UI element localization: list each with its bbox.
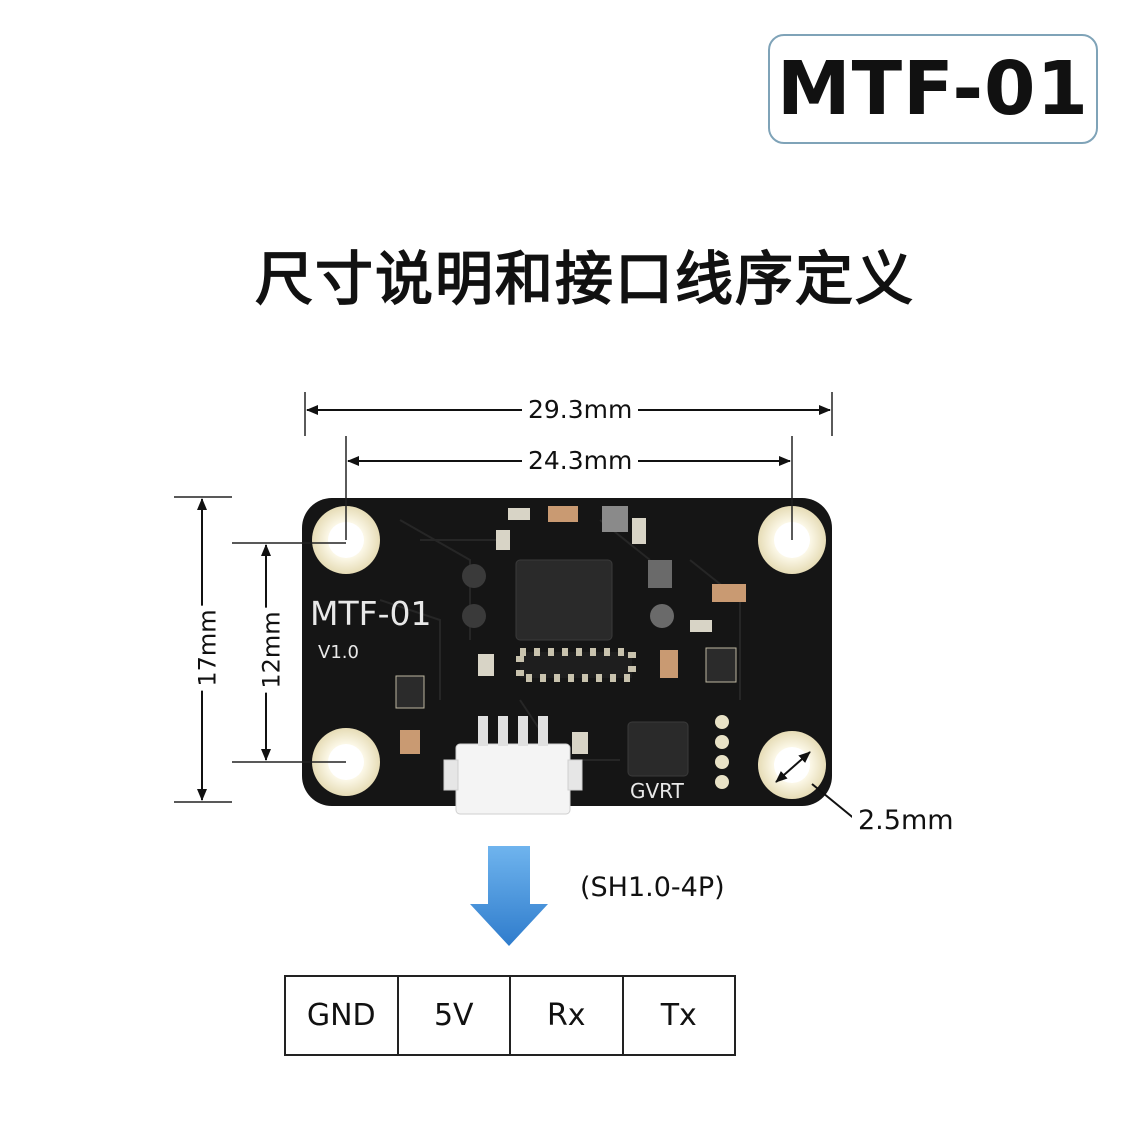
extension-lines: [174, 392, 833, 803]
pcb-version-label: V1.0: [318, 642, 359, 663]
mounting-hole-bottom-right: [758, 731, 826, 799]
hole-diameter-arrow: [775, 751, 811, 783]
small-ic: [648, 560, 672, 588]
small-ic: [395, 675, 425, 709]
small-ic: [705, 647, 737, 683]
hole-diameter-label: 2.5mm: [852, 806, 960, 836]
pin-tx: Tx: [660, 998, 697, 1033]
secondary-chip: [627, 721, 689, 777]
connector-type-label: (SH1.0-4P): [580, 872, 725, 903]
hole-spacing-width-label: 24.3mm: [522, 446, 639, 476]
hole-diameter-leader: [811, 783, 857, 821]
pinout-table: GND 5V Rx Tx: [284, 975, 736, 1056]
down-arrow-icon: [470, 846, 548, 946]
overall-height-label: 17mm: [193, 605, 222, 691]
model-badge: MTF-01: [768, 34, 1098, 144]
passive-components: [400, 506, 746, 754]
pcb-brand-label: GVRT: [630, 779, 684, 803]
overall-width-label: 29.3mm: [522, 395, 639, 425]
sh-connector: [443, 716, 583, 815]
header-pads: [715, 715, 729, 789]
small-ic: [602, 506, 628, 532]
pin-gnd: GND: [286, 977, 399, 1054]
page-heading: 尺寸说明和接口线序定义: [254, 245, 915, 313]
pin-rx: Rx: [511, 977, 624, 1054]
pin-5v: 5V: [399, 977, 511, 1054]
main-chip: [515, 559, 613, 641]
pcb-model-label: MTF-01: [310, 594, 432, 633]
hole-spacing-height-label: 12mm: [257, 607, 286, 693]
